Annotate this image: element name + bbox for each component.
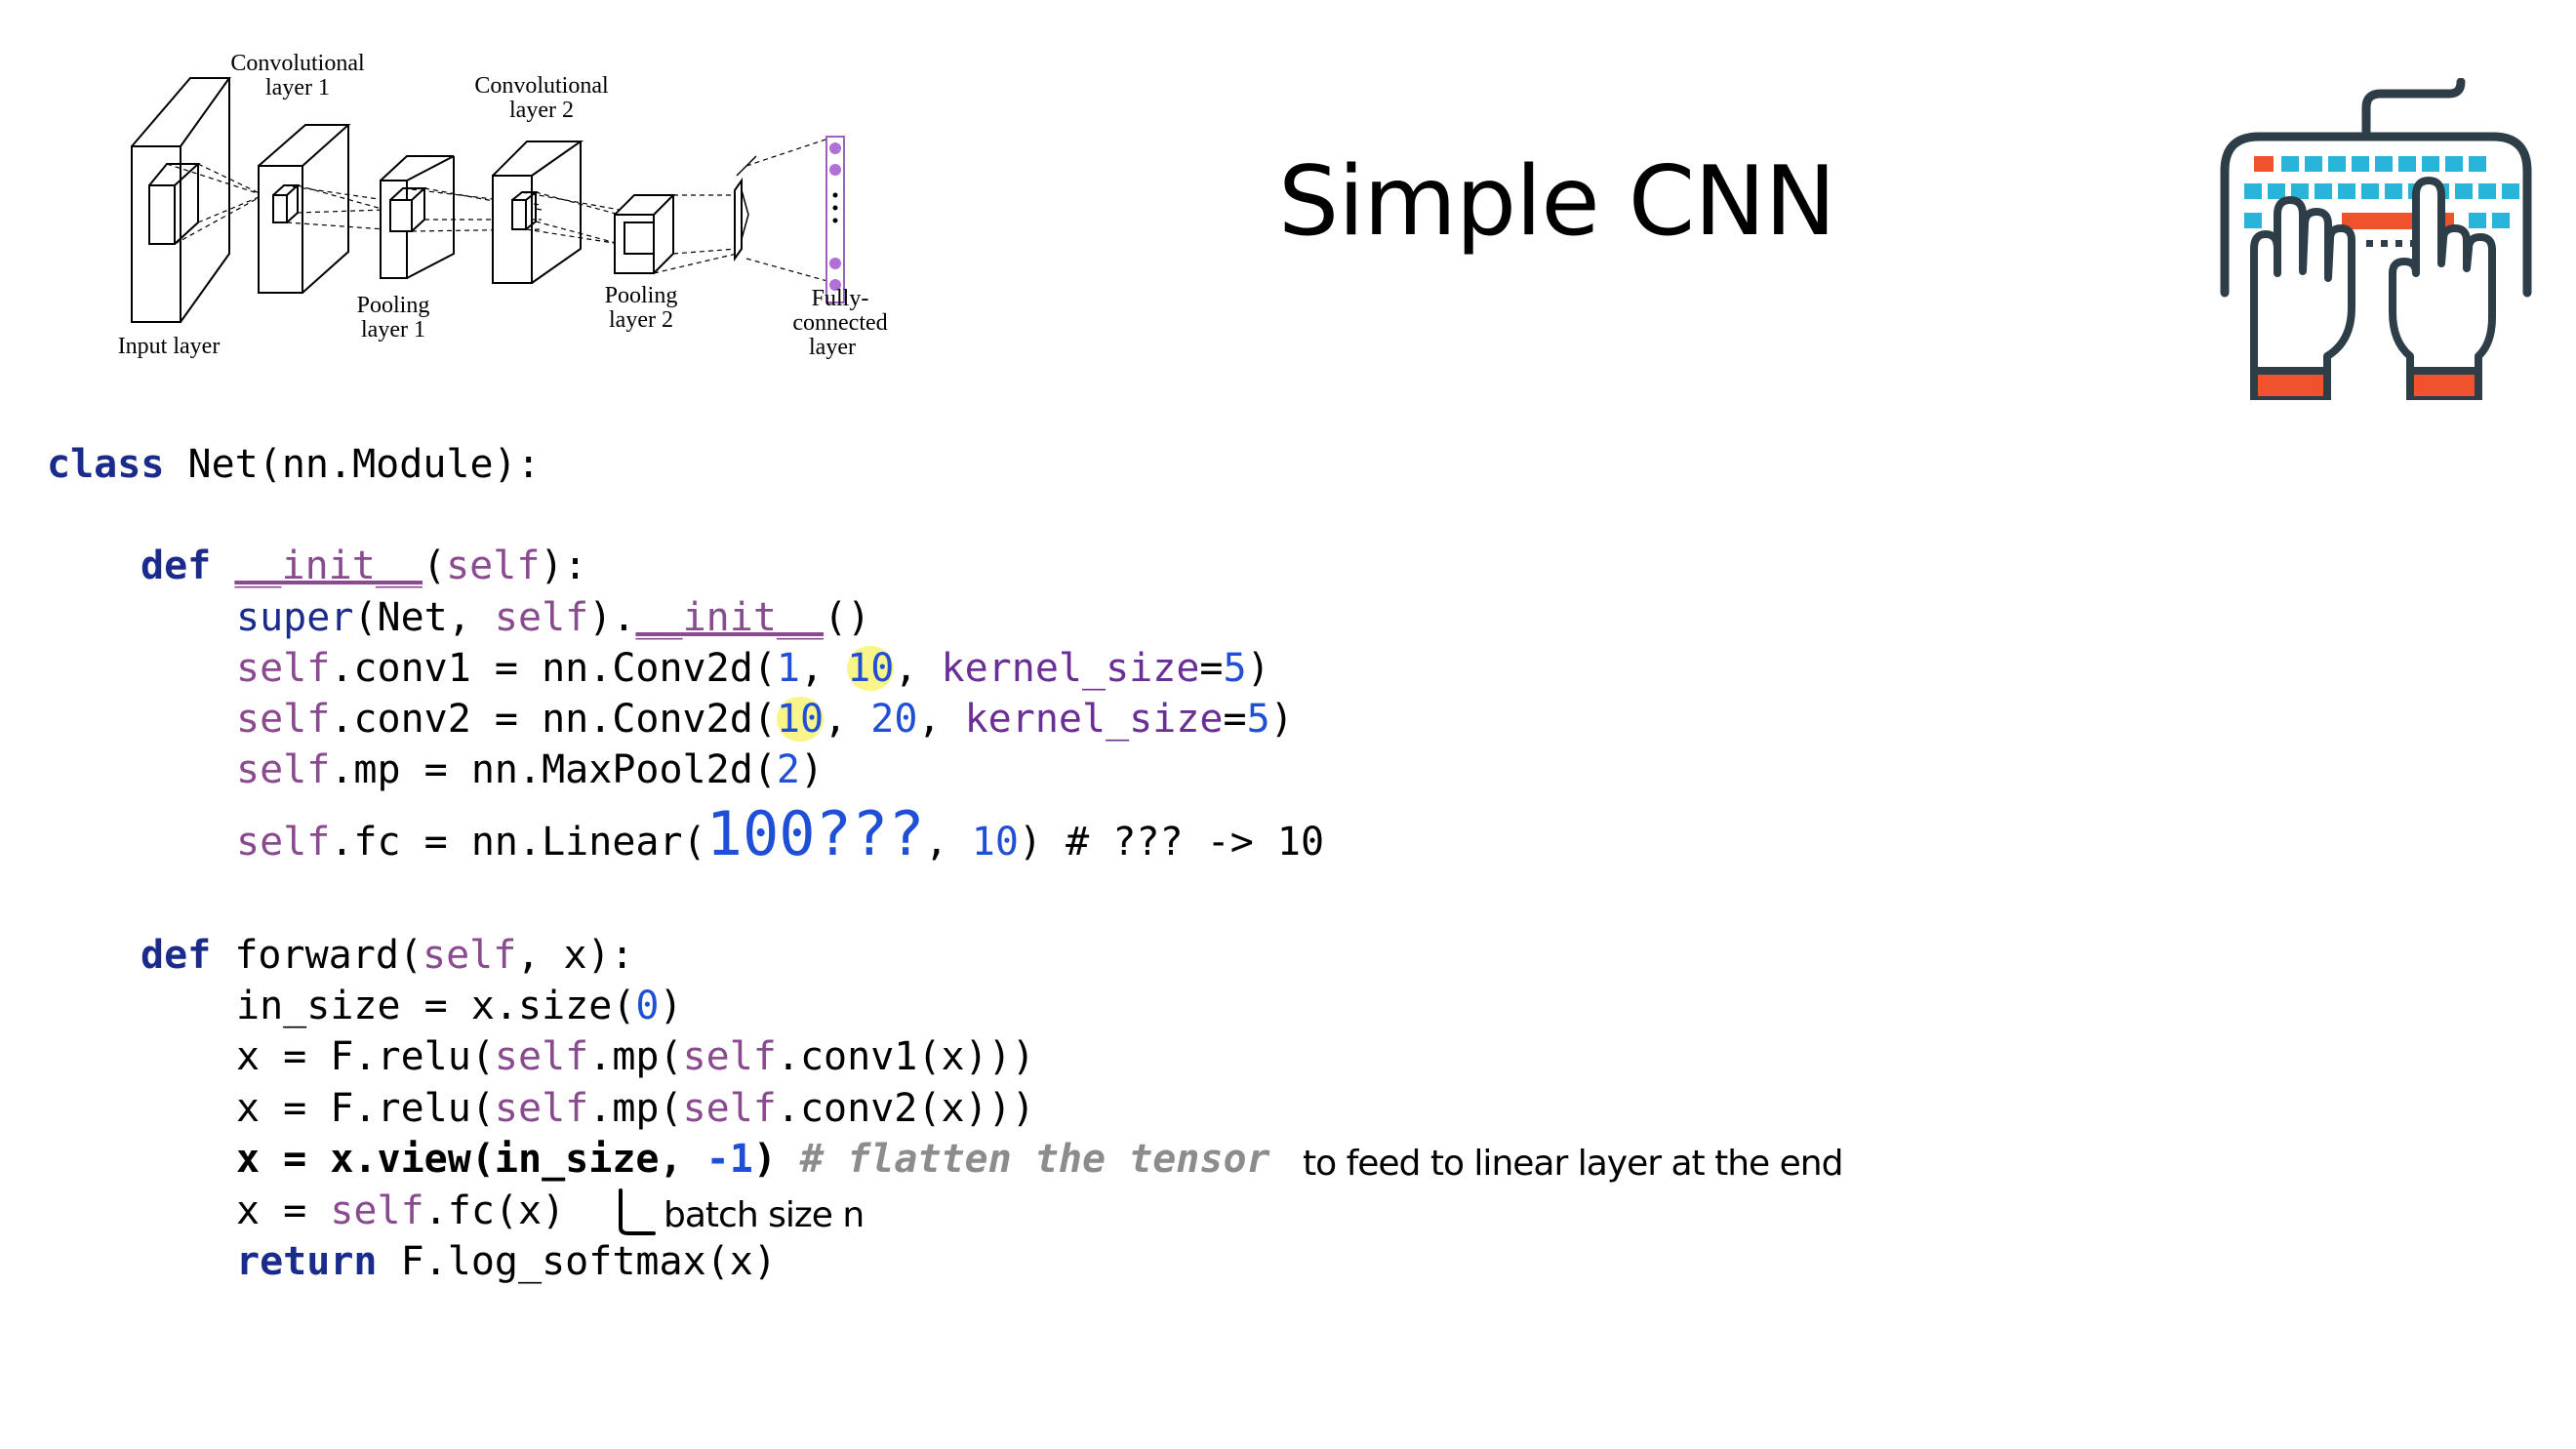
pool2-block bbox=[614, 194, 676, 274]
code-line-insize: in_size = x.size(0) bbox=[236, 984, 683, 1028]
code-line-fc: x = self.fc(x) bbox=[236, 1188, 566, 1233]
code-line-def-forward: def forward(self, x): bbox=[141, 933, 634, 978]
keyboard-keys bbox=[2244, 156, 2519, 228]
code-line-def-init: def __init__(self): bbox=[141, 543, 587, 588]
pool1-label-line1: Pooling bbox=[357, 293, 430, 318]
keyboard-hands-icon bbox=[2220, 78, 2532, 400]
code-line-view: x = x.view(in_size, -1) # flatten the te… bbox=[236, 1137, 1270, 1182]
conv1-block bbox=[258, 124, 351, 294]
linear-input-size-question: 100??? bbox=[705, 798, 925, 869]
code-line-conv1: self.conv1 = nn.Conv2d(1, 10, kernel_siz… bbox=[236, 646, 1270, 691]
code-line-class: class Net(nn.Module): bbox=[47, 442, 541, 487]
conv2-label-line1: Convolutional bbox=[474, 73, 609, 99]
conv2-block bbox=[492, 141, 584, 284]
conv1-label-line2: layer 1 bbox=[265, 75, 330, 101]
code-line-relu-conv1: x = F.relu(self.mp(self.conv1(x))) bbox=[236, 1034, 1035, 1079]
right-hand bbox=[2389, 177, 2496, 375]
pool2-label-line1: Pooling bbox=[605, 283, 678, 308]
code-line-maxpool: self.mp = nn.MaxPool2d(2) bbox=[236, 747, 825, 792]
input-layer-label: Input layer bbox=[118, 334, 221, 359]
code-line-return: return F.log_softmax(x) bbox=[236, 1239, 777, 1284]
cnn-architecture-diagram: Input layer Convolutional layer 1 Poolin… bbox=[118, 51, 888, 360]
slide-title: Simple CNN bbox=[1278, 146, 1836, 258]
pool1-label-line2: layer 1 bbox=[361, 317, 425, 342]
conv1-label-line1: Convolutional bbox=[230, 51, 365, 76]
highlight-conv1-out: 10 bbox=[847, 646, 895, 691]
fc-label-line2: connected bbox=[792, 310, 887, 336]
code-line-super: super(Net, self).__init__() bbox=[236, 595, 871, 640]
feed-annotation: to feed to linear layer at the end bbox=[1303, 1144, 1843, 1184]
code-line-relu-conv2: x = F.relu(self.mp(self.conv2(x))) bbox=[236, 1086, 1035, 1131]
batch-arrow bbox=[619, 1188, 656, 1235]
highlight-conv2-in: 10 bbox=[776, 697, 825, 742]
batch-size-annotation: batch size n bbox=[664, 1195, 865, 1235]
left-hand bbox=[2250, 196, 2355, 375]
pool2-label-line2: layer 2 bbox=[609, 307, 673, 333]
conv2-label-line2: layer 2 bbox=[509, 98, 574, 123]
code-line-conv2: self.conv2 = nn.Conv2d(10, 20, kernel_si… bbox=[236, 697, 1294, 742]
code-line-linear: self.fc = nn.Linear(100???, 10) # ??? ->… bbox=[236, 798, 1325, 869]
fc-label-line3: layer bbox=[809, 335, 856, 360]
input-layer-block bbox=[131, 77, 231, 323]
fc-label-line1: Fully- bbox=[812, 286, 869, 311]
pool1-block bbox=[380, 155, 455, 279]
